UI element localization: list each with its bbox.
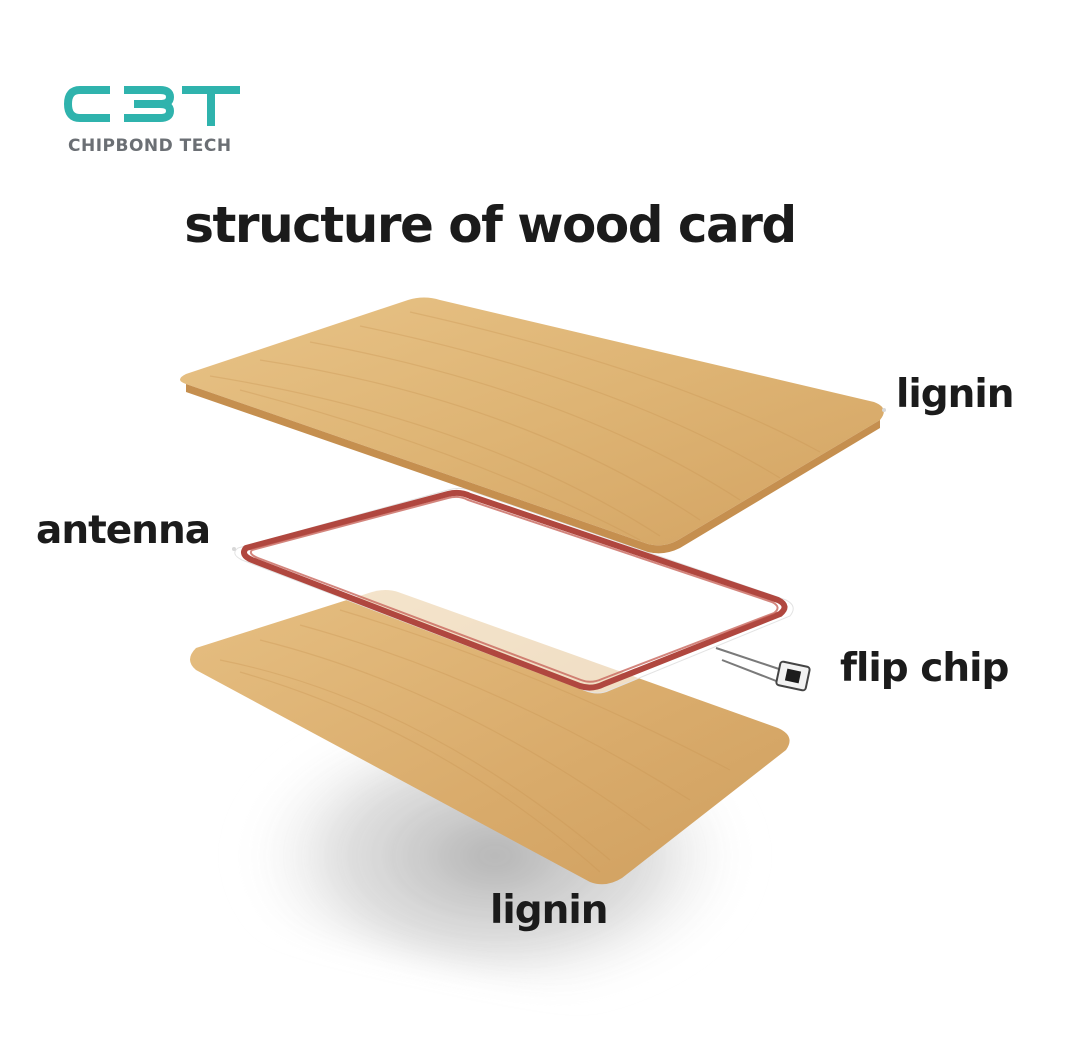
top-lignin-layer	[180, 297, 884, 554]
antenna-label: antenna	[36, 508, 211, 553]
cbt-logo-mark	[63, 86, 240, 126]
flip-chip-label: flip chip	[840, 646, 1009, 691]
diagram-title: structure of wood card	[184, 196, 797, 254]
top-layer-pointer	[882, 408, 886, 412]
antenna-inlay	[234, 487, 794, 694]
bottom-layer-label: lignin	[490, 888, 609, 933]
bottom-lignin-layer	[190, 590, 790, 885]
top-layer-label: lignin	[896, 372, 1015, 417]
flip-chip	[715, 647, 811, 692]
company-logo: CHIPBOND TECH	[60, 82, 250, 162]
company-name: CHIPBOND TECH	[68, 136, 232, 156]
antenna-pointer	[232, 547, 236, 551]
